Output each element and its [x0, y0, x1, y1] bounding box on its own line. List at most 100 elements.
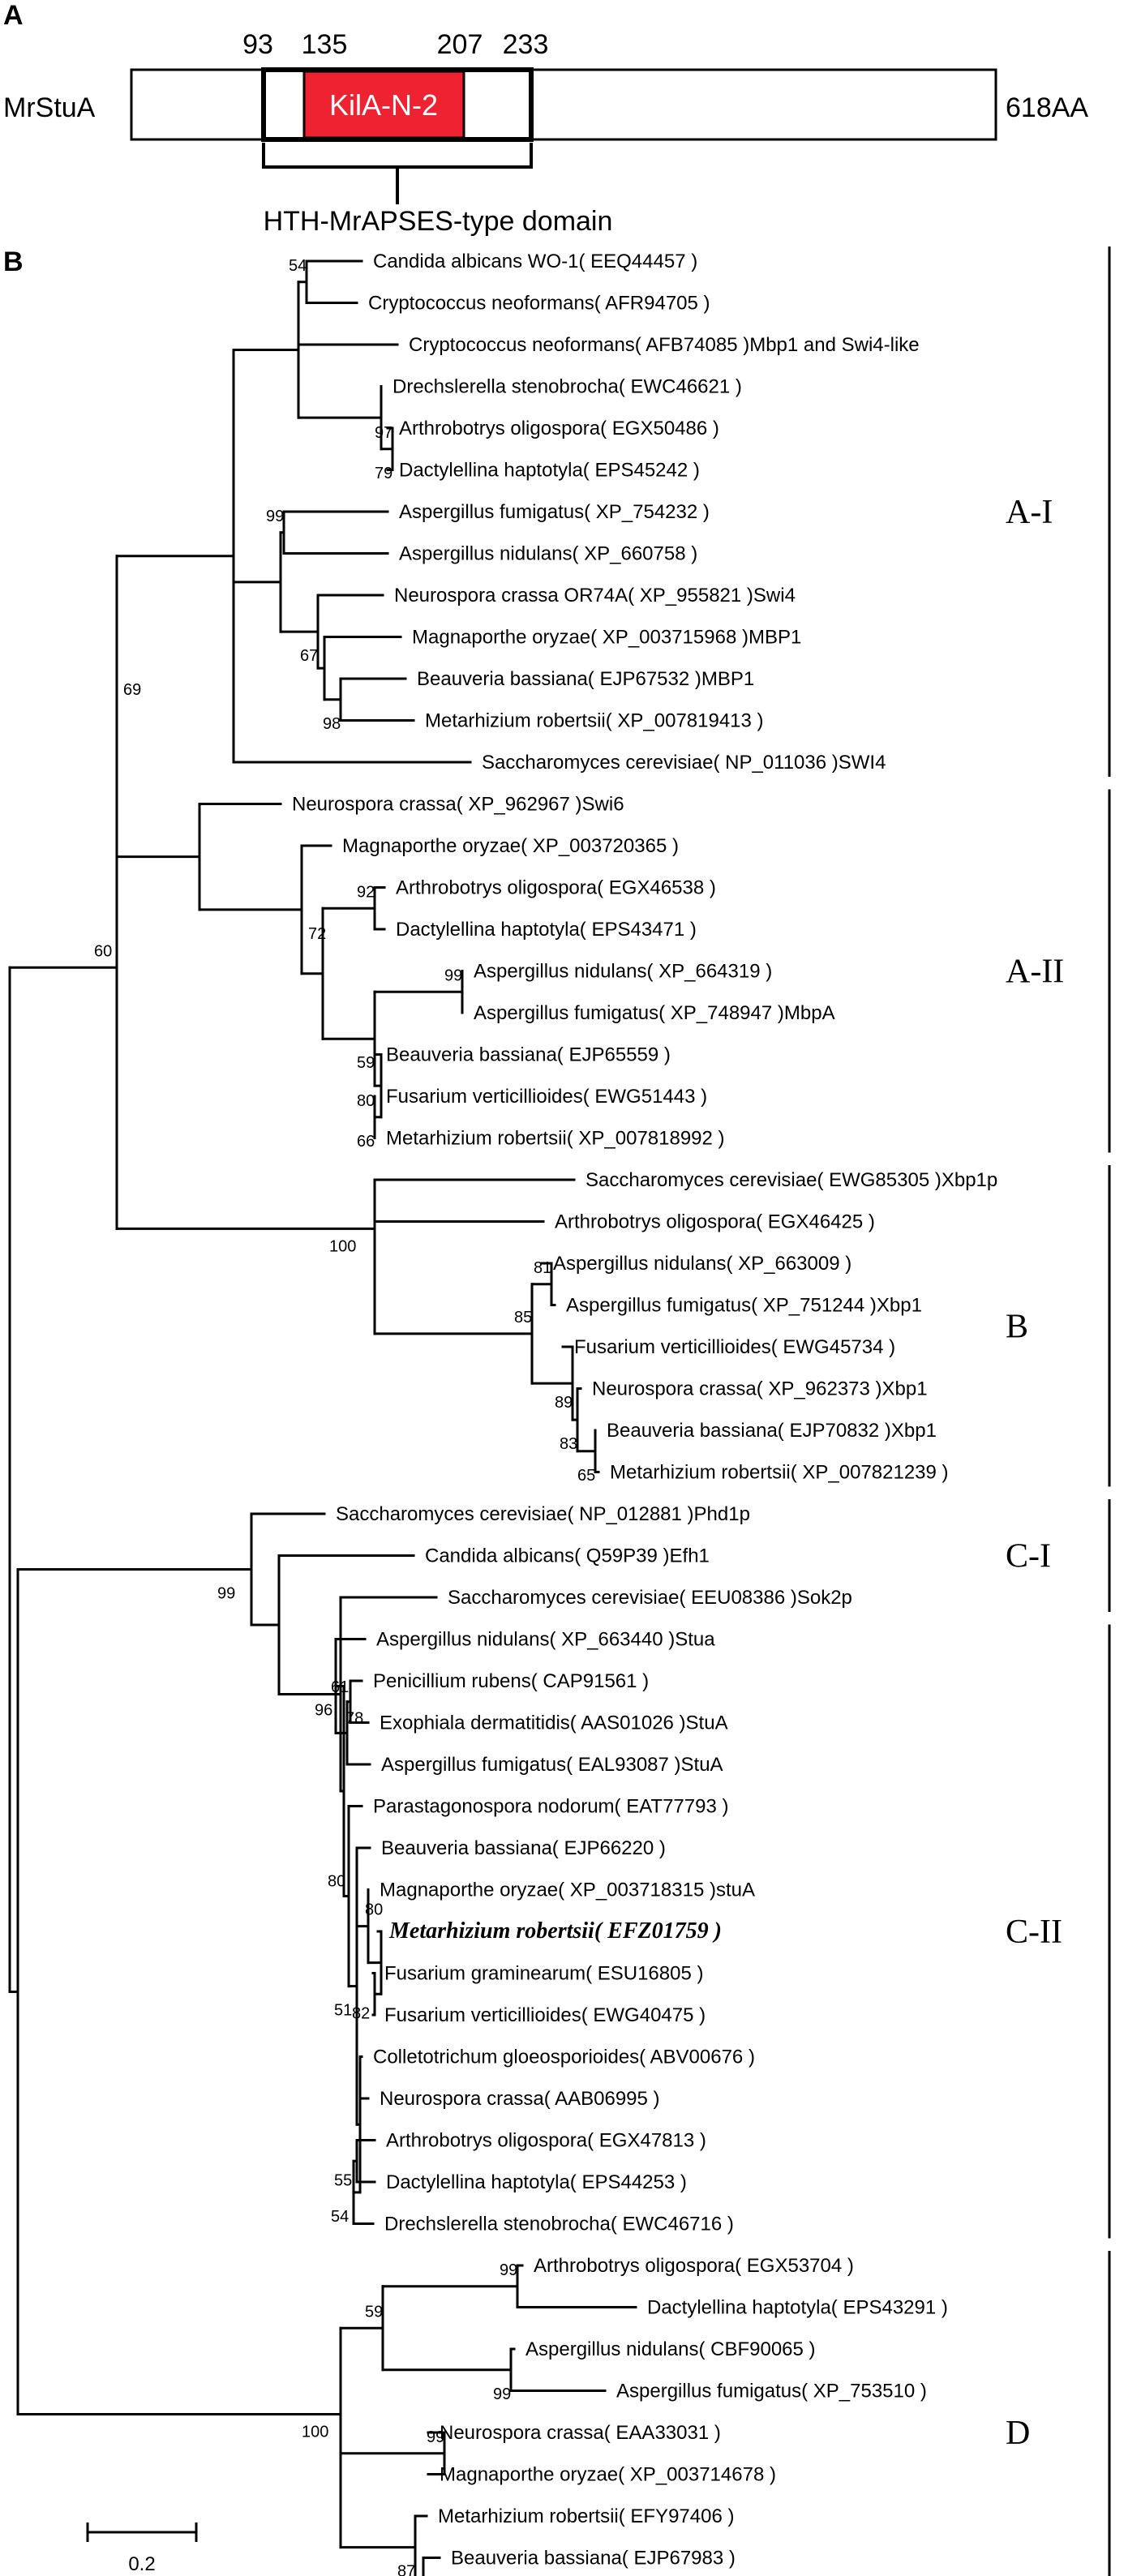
- taxon-label: Drechslerella stenobrocha( EWC46621 ): [392, 376, 742, 398]
- taxon-label: Aspergillus nidulans( XP_664319 ): [474, 961, 772, 983]
- position-233: 233: [503, 29, 549, 60]
- taxon-label: Cryptococcus neoformans( AFB74085 )Mbp1 …: [409, 334, 920, 356]
- panel-b: B Candida albicans WO-1( EEQ44457 ) Crypt…: [3, 246, 1111, 2576]
- taxon-label: Arthrobotrys oligospora( EGX53704 ): [534, 2255, 854, 2277]
- bootstrap-value: 79: [375, 465, 392, 482]
- scale-bar: 0.2: [86, 2522, 198, 2575]
- taxon-label: Colletotrichum gloeosporioides( ABV00676…: [373, 2047, 755, 2068]
- bootstrap-value: 99: [444, 967, 462, 984]
- taxon-label: Magnaporthe oryzae( XP_003718315 )stuA: [380, 1879, 755, 1901]
- taxon-label: Beauveria bassiana( EJP67532 )MBP1: [417, 668, 754, 690]
- hth-domain-box: [261, 67, 534, 142]
- taxon-label: Metarhizium robertsii( XP_007819413 ): [425, 710, 764, 732]
- kila-domain-label: KilA-N-2: [329, 88, 438, 122]
- taxon-label: Beauveria bassiana( EJP66220 ): [381, 1837, 666, 1859]
- bootstrap-value: 99: [493, 2385, 511, 2403]
- taxon-label: Penicillium rubens( CAP91561 ): [373, 1670, 649, 1692]
- protein-bar: [130, 68, 997, 141]
- taxon-label: Parastagonospora nodorum( EAT77793 ): [373, 1796, 728, 1818]
- position-135: 135: [302, 29, 348, 60]
- taxon-label: Fusarium graminearum( ESU16805 ): [384, 1963, 703, 1985]
- taxon-label: Dactylellina haptotyla( EPS44253 ): [386, 2171, 687, 2193]
- domain-bracket: [262, 143, 533, 204]
- taxon-label: Saccharomyces cerevisiae( EEU08386 )Sok2…: [448, 1587, 852, 1609]
- bootstrap-value: 96: [315, 1701, 332, 1719]
- taxon-label: Aspergillus fumigatus( XP_754232 ): [399, 501, 710, 523]
- position-93: 93: [242, 29, 273, 60]
- bootstrap-value: 80: [365, 1901, 383, 1919]
- panel-a: A MrStuA 618AA KilA-N-2 93 135 207 233 H…: [3, 0, 1088, 237]
- tree-bootstrap: 5497799967986972929959806660100818589836…: [94, 257, 595, 2576]
- taxon-label: Dactylellina haptotyla( EPS43291 ): [647, 2297, 948, 2319]
- bootstrap-value: 82: [352, 2004, 370, 2022]
- position-207: 207: [437, 29, 483, 60]
- taxon-label: Drechslerella stenobrocha( EWC46716 ): [384, 2214, 734, 2235]
- taxon-label: Neurospora crassa( XP_962967 )Swi6: [292, 794, 624, 816]
- taxon-label: Aspergillus nidulans( CBF90065 ): [525, 2338, 816, 2360]
- bootstrap-value: 67: [300, 647, 318, 665]
- taxon-label: Aspergillus fumigatus( XP_748947 )MbpA: [474, 1002, 835, 1024]
- taxon-label: Arthrobotrys oligospora( EGX47813 ): [386, 2130, 706, 2152]
- bootstrap-value: 66: [357, 1133, 375, 1151]
- taxon-label: Beauveria bassiana( EJP70832 )Xbp1: [607, 1420, 937, 1442]
- taxon-label: Beauveria bassiana( EJP67983 ): [451, 2548, 736, 2570]
- taxon-label: Magnaporthe oryzae( XP_003715968 )MBP1: [412, 627, 801, 649]
- taxon-label: Candida albicans WO-1( EEQ44457 ): [373, 251, 697, 272]
- bootstrap-value: 80: [328, 1873, 345, 1891]
- bootstrap-value: 89: [555, 1394, 573, 1412]
- bootstrap-value: 55: [334, 2171, 352, 2189]
- taxon-label: Cryptococcus neoformans( AFR94705 ): [368, 293, 710, 315]
- bootstrap-value: 85: [514, 1309, 532, 1327]
- clade-label: A-II: [1006, 954, 1064, 991]
- kila-domain-box: [302, 70, 465, 139]
- taxon-label: Aspergillus fumigatus( XP_751244 )Xbp1: [566, 1295, 922, 1317]
- bootstrap-value: 54: [331, 2208, 349, 2226]
- taxon-label: Aspergillus nidulans( XP_660758 ): [399, 543, 697, 565]
- bootstrap-value: 99: [217, 1584, 235, 1602]
- taxon-label-focus: Metarhizium robertsii( EFZ01759 ): [388, 1918, 722, 1944]
- taxon-label: Saccharomyces cerevisiae( NP_012881 )Phd…: [336, 1503, 750, 1525]
- taxon-label: Arthrobotrys oligospora( EGX50486 ): [399, 418, 719, 439]
- taxon-label: Fusarium verticillioides( EWG51443 ): [386, 1086, 707, 1108]
- taxon-label: Neurospora crassa OR74A( XP_955821 )Swi4: [394, 585, 796, 606]
- bootstrap-value: 61: [331, 1678, 349, 1696]
- bootstrap-value: 78: [345, 1709, 363, 1727]
- taxon-label: Aspergillus fumigatus( XP_753510 ): [616, 2381, 927, 2402]
- taxon-label: Aspergillus nidulans( XP_663440 )Stua: [376, 1629, 715, 1651]
- panel-b-label: B: [3, 246, 24, 277]
- taxon-label: Arthrobotrys oligospora( EGX46425 ): [555, 1211, 875, 1233]
- clade-label: A-I: [1006, 494, 1053, 531]
- bootstrap-value: 97: [375, 424, 392, 442]
- taxon-label: Saccharomyces cerevisiae( EWG85305 )Xbp1…: [586, 1169, 997, 1191]
- taxon-label: Aspergillus fumigatus( EAL93087 )StuA: [381, 1754, 723, 1776]
- bootstrap-value: 81: [534, 1259, 551, 1277]
- taxon-label: Exophiala dermatitidis( AAS01026 )StuA: [380, 1712, 728, 1734]
- bootstrap-value: 69: [123, 681, 141, 699]
- taxon-label: Magnaporthe oryzae( XP_003714678 ): [440, 2464, 776, 2486]
- taxon-label: Fusarium verticillioides( EWG45734 ): [574, 1336, 895, 1358]
- taxon-label: Arthrobotrys oligospora( EGX46538 ): [396, 877, 716, 899]
- taxon-label: Aspergillus nidulans( XP_663009 ): [553, 1253, 851, 1275]
- taxon-label: Neurospora crassa( AAB06995 ): [380, 2088, 660, 2110]
- panel-a-label: A: [3, 0, 24, 31]
- clade-label: C-II: [1006, 1914, 1062, 1951]
- tree-taxa: Candida albicans WO-1( EEQ44457 ) Cryptoc…: [292, 251, 997, 2570]
- bootstrap-value: 87: [397, 2563, 415, 2576]
- taxon-label: Saccharomyces cerevisiae( NP_011036 )SWI…: [482, 752, 886, 774]
- bracket-label: HTH-MrAPSES-type domain: [264, 206, 613, 237]
- taxon-label: Dactylellina haptotyla( EPS45242 ): [399, 460, 700, 482]
- protein-length: 618AA: [1006, 92, 1088, 123]
- clade-label: C-I: [1006, 1538, 1051, 1575]
- tree-branches: [8, 259, 637, 2576]
- bootstrap-value: 83: [560, 1435, 577, 1453]
- taxon-label: Beauveria bassiana( EJP65559 ): [386, 1044, 671, 1066]
- bootstrap-value: 99: [266, 508, 284, 525]
- bootstrap-value: 72: [308, 925, 326, 943]
- taxon-label: Metarhizium robertsii( XP_007821239 ): [610, 1462, 949, 1484]
- bootstrap-value: 98: [323, 715, 341, 733]
- bootstrap-value: 65: [577, 1467, 595, 1485]
- bootstrap-value: 54: [289, 257, 307, 275]
- clade-label: D: [1006, 2415, 1030, 2452]
